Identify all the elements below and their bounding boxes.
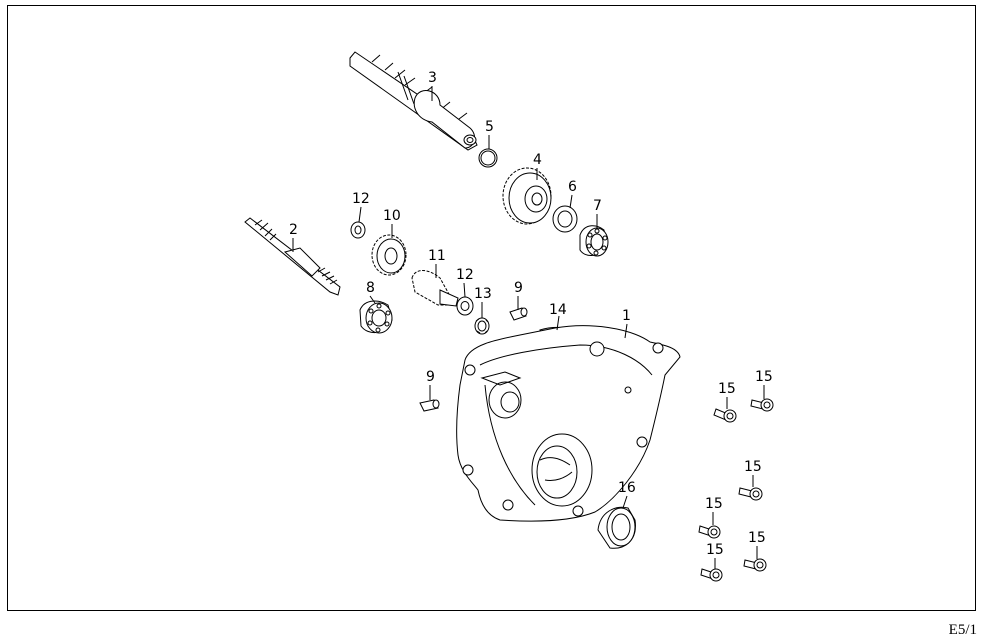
part-15-bolt-e: [743, 558, 767, 572]
part-5-o-ring: [478, 148, 498, 168]
callout-11: 11: [428, 248, 446, 264]
callouts: 3 5 4 6 7 2 12 10 11 12 8 13 9 9 14 1 16…: [289, 70, 773, 558]
part-11-pinion-shaft: [411, 270, 459, 307]
callout-12-lower: 12: [456, 267, 474, 283]
part-12-washer-lower: [456, 296, 474, 316]
part-12-washer-upper: [350, 221, 366, 239]
callout-7: 7: [593, 198, 602, 214]
part-15-bolt-a: [713, 408, 737, 423]
callout-4: 4: [533, 152, 542, 168]
page-code: E5/1: [948, 622, 977, 638]
diagram-frame: [7, 5, 976, 611]
part-15-bolt-d: [698, 525, 721, 539]
callout-14: 14: [549, 302, 567, 318]
part-1-transmission-cover: [456, 325, 681, 522]
part-10-small-gear: [371, 234, 407, 276]
part-9-dowel-pin-lower: [419, 399, 440, 412]
callout-1: 1: [622, 308, 631, 324]
callout-16: 16: [618, 480, 636, 496]
part-6-washer: [552, 205, 578, 233]
part-15-bolt-b: [750, 398, 774, 412]
callout-10: 10: [383, 208, 401, 224]
part-2-counter-shaft: [244, 217, 341, 296]
callout-5: 5: [485, 119, 494, 135]
part-15-bolt-f: [700, 568, 723, 582]
part-4-large-gear: [502, 167, 552, 225]
part-15-bolt-c: [738, 487, 763, 501]
callout-15-d: 15: [705, 496, 723, 512]
callout-15-c: 15: [744, 459, 762, 475]
callout-15-f: 15: [706, 542, 724, 558]
leader-lines: [292, 86, 765, 569]
callout-6: 6: [568, 179, 577, 195]
callout-15-a: 15: [718, 381, 736, 397]
callout-2: 2: [289, 222, 298, 238]
part-7-bearing: [579, 225, 609, 257]
part-8-bearing: [359, 300, 393, 334]
callout-15-b: 15: [755, 369, 773, 385]
part-13-needle-bearing: [474, 317, 490, 335]
part-3-main-shaft: [349, 51, 478, 151]
part-16-oil-seal: [597, 506, 636, 549]
callout-8: 8: [366, 280, 375, 296]
callout-12-upper: 12: [352, 191, 370, 207]
callout-15-e: 15: [748, 530, 766, 546]
callout-3: 3: [428, 70, 437, 86]
callout-9-lower: 9: [426, 369, 435, 385]
callout-9-upper: 9: [514, 280, 523, 296]
callout-13: 13: [474, 286, 492, 302]
